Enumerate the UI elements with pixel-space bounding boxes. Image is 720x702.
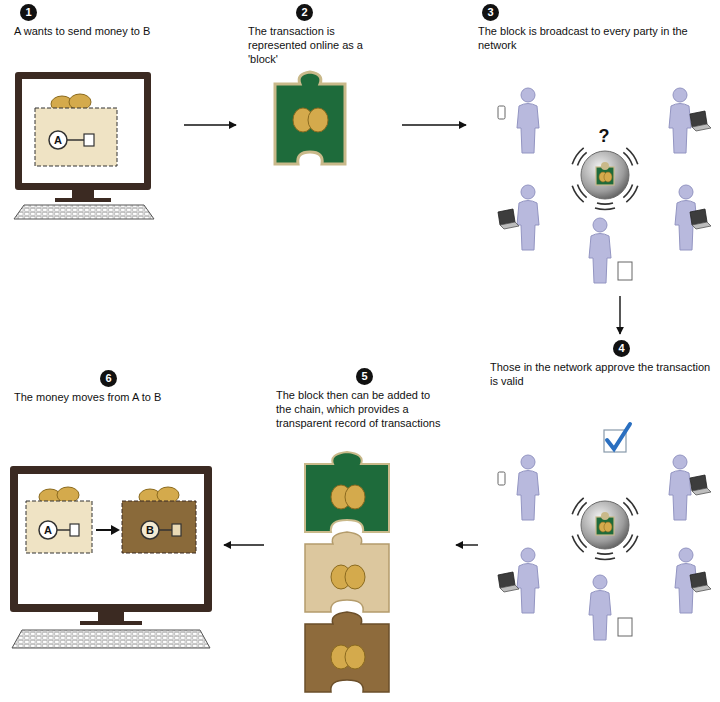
computer-ab-part [159, 529, 172, 531]
computer-a-part [22, 79, 144, 183]
arrow-connector [402, 124, 466, 125]
step-caption: Those in the network approve the transac… [486, 361, 714, 389]
computer-a-part [14, 205, 154, 219]
computer-ab-part [57, 529, 70, 531]
step-panel: 5The block then can be added to the chai… [268, 366, 452, 700]
computer-ab-part [18, 474, 204, 604]
callout-number: 5 [356, 368, 373, 385]
computer-ab-part [141, 521, 159, 539]
callout-number: 3 [482, 4, 499, 21]
network-approval-part [571, 497, 639, 559]
network-broadcast-part [618, 262, 632, 280]
arrow-connector-group [402, 125, 466, 126]
connector-layer-part [184, 125, 620, 545]
block-chain-part [305, 612, 389, 692]
network-approval-part [669, 455, 691, 520]
step-panel: 4Those in the network approve the transa… [482, 338, 718, 644]
computer-ab [10, 466, 212, 648]
computer-ab-part [12, 630, 210, 648]
arrow-connector [619, 296, 620, 334]
network-approval-part [618, 618, 632, 636]
wallet-letter: A [54, 135, 62, 146]
block-chain-part [345, 565, 365, 589]
arrow-connector-group [456, 545, 478, 546]
computer-a-part [15, 72, 151, 190]
network-broadcast-part [498, 106, 505, 119]
callout-number: 2 [296, 4, 313, 21]
network-broadcast-part [589, 218, 611, 283]
network-approval-part [517, 548, 539, 613]
computer-a-part [67, 139, 84, 141]
arrow-connector-group [620, 296, 621, 334]
arrow-connector-group [224, 545, 264, 546]
step-panel: 2The transaction is represented online a… [240, 2, 398, 172]
step-caption: The block then can be added to the chain… [272, 389, 448, 430]
network-approval-part [498, 472, 505, 485]
computer-ab-part [172, 524, 181, 536]
network-approval-part [589, 575, 611, 640]
block-chain-part [345, 645, 365, 669]
computer-ab-part [98, 612, 124, 621]
network-broadcast-part [669, 88, 691, 153]
block-chain [305, 452, 389, 692]
block-chain-part [305, 452, 389, 532]
computer-a [14, 72, 154, 219]
step-caption: The transaction is represented online as… [244, 25, 394, 66]
arrow-connector-group [184, 125, 236, 126]
step-caption: The block is broadcast to every party in… [474, 25, 714, 53]
block-chain-part [345, 485, 365, 509]
computer-a-part [49, 131, 67, 149]
transaction-block [275, 72, 345, 164]
step-panel: 3The block is broadcast to every party i… [470, 2, 718, 292]
arrow-connector [456, 544, 478, 545]
computer-ab-part [26, 501, 92, 553]
step-caption: A wants to send money to B [10, 25, 176, 39]
network-broadcast-part [571, 147, 639, 209]
callout-number: 6 [100, 370, 117, 387]
computer-ab-part [70, 524, 79, 536]
network-broadcast-part [690, 209, 711, 229]
arrow-connector [224, 544, 264, 545]
callout-number: 1 [20, 4, 37, 21]
step-panel: 1 A wants to send money to B [6, 2, 180, 224]
network-broadcast-part [498, 209, 519, 229]
network-approval [498, 424, 711, 640]
computer-a-part [84, 134, 94, 146]
step-panel: 6The money moves from A to B [6, 368, 220, 660]
block-chain-part [305, 532, 389, 612]
network-broadcast-part [690, 111, 711, 131]
callout-number: 4 [613, 340, 630, 357]
computer-ab-part [122, 501, 196, 553]
computer-a-part [72, 190, 94, 198]
network-broadcast-part [517, 185, 539, 250]
computer-a-part [35, 108, 117, 166]
network-approval-part [607, 424, 630, 449]
network-approval-part [690, 572, 711, 592]
computer-ab-part [111, 525, 120, 535]
computer-a-part [55, 198, 111, 202]
wallet-letter: A [44, 525, 52, 536]
computer-ab-part [10, 466, 212, 612]
transaction-block-part [308, 108, 328, 132]
wallet-letter: B [146, 525, 154, 536]
computer-ab-part [80, 621, 142, 625]
step-caption: The money moves from A to B [10, 391, 216, 405]
transaction-block-part [275, 72, 345, 164]
query-mark: ? [599, 127, 610, 145]
computer-ab-part [96, 529, 112, 531]
network-broadcast-part [517, 88, 539, 153]
network-approval-part [517, 455, 539, 520]
network-broadcast [498, 88, 711, 283]
computer-ab-part [39, 521, 57, 539]
arrow-connector [184, 124, 236, 125]
network-approval-part [498, 572, 519, 592]
network-approval-part [690, 475, 711, 495]
